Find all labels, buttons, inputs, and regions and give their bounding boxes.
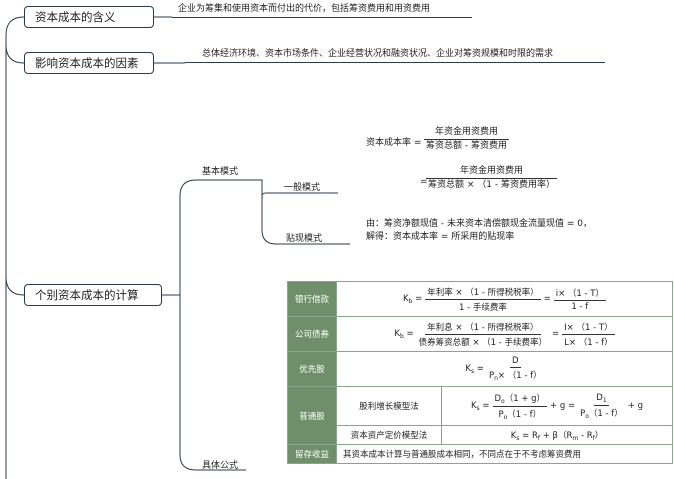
- node-individual[interactable]: 个别资本成本的计算: [24, 284, 162, 306]
- node-meaning-label: 资本成本的含义: [35, 10, 116, 24]
- general-denominator: 筹资总额 - 筹资费用: [426, 141, 507, 151]
- node-meaning[interactable]: 资本成本的含义: [24, 6, 154, 28]
- branch-specific-formula: 具体公式: [202, 461, 239, 471]
- row-label-bank-loan: 银行借款: [287, 281, 337, 317]
- general-fraction: 年资金用资费用 筹资总额 - 筹资费用: [424, 127, 509, 152]
- general2-fraction: 年资金用资费用 筹资总额 × （1 - 筹资费用率）: [426, 166, 557, 191]
- row-label-preferred: 优先股: [287, 351, 337, 387]
- discount-line1: 由：筹资净额现值 - 未来资本清偿额现金流量现值 = 0，: [366, 219, 592, 229]
- branch-discount-mode: 贴现模式: [286, 234, 323, 244]
- table-row: 留存收益 其资本成本计算与普通股成本相同，不同点在于不考虑筹资费用: [287, 444, 673, 464]
- branch-basic-mode: 基本模式: [202, 167, 239, 177]
- general2-denominator: 筹资总额 × （1 - 筹资费用率）: [428, 180, 555, 190]
- general2-numerator: 年资金用资费用: [426, 166, 557, 179]
- general-numerator: 年资金用资费用: [424, 127, 509, 140]
- row-label-common: 普通股: [287, 386, 337, 445]
- table-row: 银行借款 Kb = 年利率 × （1 - 所得税税率）1 - 手续费率 = i×…: [287, 281, 673, 317]
- sub-label-capm: 资本资产定价模型法: [336, 425, 442, 445]
- discount-line2: 解得：资本成本率 = 所采用的贴现率: [366, 232, 515, 242]
- eq-sign: =: [420, 177, 428, 187]
- formula-table: 银行借款 Kb = 年利率 × （1 - 所得税税率）1 - 手续费率 = i×…: [287, 281, 673, 464]
- sub-label-dividend: 股利增长模型法: [336, 386, 442, 426]
- node-individual-label: 个别资本成本的计算: [35, 288, 139, 302]
- underline-meaning: [172, 17, 472, 18]
- branch-general-mode: 一般模式: [284, 183, 321, 193]
- table-row: 公司债券 Kb = 年利息 × （1 - 所得税税率）债券筹资总额 × （1 -…: [287, 316, 673, 352]
- table-row: 资本资产定价模型法 Ks = Rf + β（Rm - Rf）: [288, 425, 673, 445]
- node-factors-label: 影响资本成本的因素: [35, 56, 139, 70]
- retained-text: 其资本成本计算与普通股成本相同，不同点在于不考虑筹资费用: [336, 444, 673, 464]
- desc-factors: 总体经济环境、资本市场条件、企业经营状况和融资状况、企业对筹资规模和时限的需求: [202, 49, 554, 59]
- row-label-retained: 留存收益: [287, 444, 337, 464]
- node-factors[interactable]: 影响资本成本的因素: [24, 52, 154, 74]
- row-label-bond: 公司债券: [287, 316, 337, 352]
- table-row: 普通股 股利增长模型法 Ks = Do（1 + g）Po（1 - f） + g …: [287, 386, 673, 445]
- underline-factors: [185, 62, 605, 63]
- desc-meaning: 企业为筹集和使用资本而付出的代价，包括筹资费用和用资费用: [178, 4, 431, 14]
- rate-label: 资本成本率 =: [366, 138, 422, 148]
